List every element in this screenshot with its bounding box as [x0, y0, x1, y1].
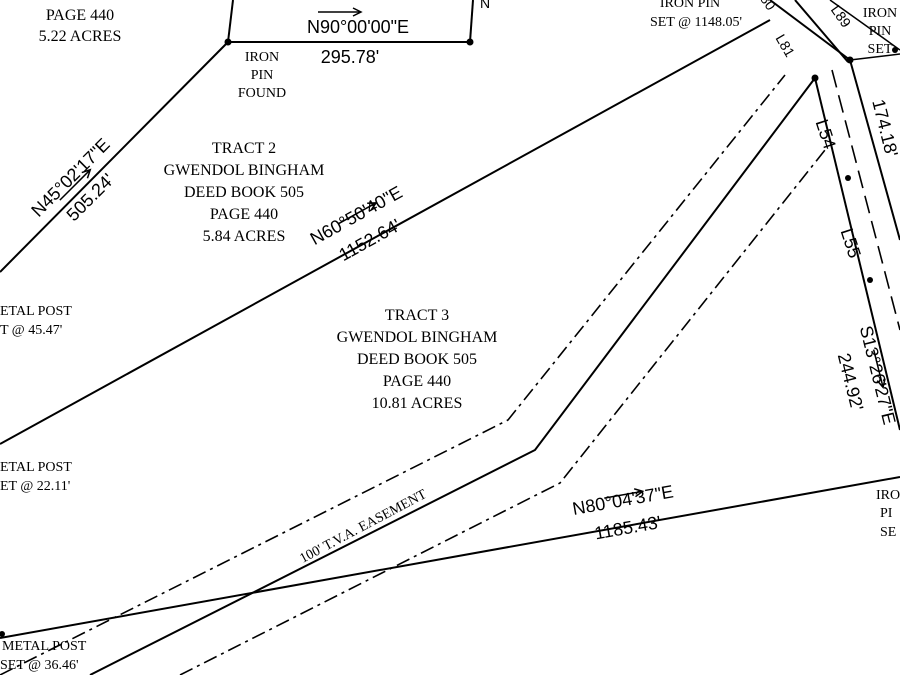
iron-pin-found-l3: FOUND [238, 86, 286, 101]
tract1-east-line [227, 0, 234, 43]
east-distance: 244.92' [834, 351, 868, 413]
iron-pin-found-l2: PIN [251, 68, 274, 83]
tract3-name: TRACT 3 [385, 307, 449, 324]
tract3-page: PAGE 440 [383, 373, 451, 390]
easement-south-edge [179, 149, 826, 675]
line-point-marker [845, 175, 851, 181]
road-right-line [849, 59, 900, 241]
top-distance: 295.78' [321, 47, 380, 67]
top-right-fragment: N [480, 0, 490, 11]
line-label-l89: L89 [828, 2, 855, 30]
iron-pin-right-top-l2: PIN [869, 24, 892, 39]
iron-pin-right-mid-l2: PI [880, 506, 893, 521]
tract3-acres: 10.81 ACRES [372, 395, 463, 412]
tract2-page: PAGE 440 [210, 206, 278, 223]
road-curve-line-b [794, 0, 849, 63]
arrow-icon [59, 168, 92, 201]
south-distance: 1185.43' [593, 512, 663, 543]
easement-north-edge [0, 74, 786, 675]
arrow-icon [352, 7, 363, 17]
tract2-owner: GWENDOL BINGHAM [164, 162, 325, 179]
line-point-marker [867, 277, 873, 283]
line-label-l80: 80 [757, 0, 779, 13]
east-bearing: S13°26'27"E [856, 324, 900, 427]
road-right-edge-top [829, 0, 900, 51]
iron-pin-found-marker [224, 38, 232, 46]
middle-boundary-line [0, 19, 771, 445]
tract2-name: TRACT 2 [212, 140, 276, 157]
nw-boundary-line [0, 41, 229, 273]
iron-pin-right-top-l3: SET [868, 42, 893, 57]
tract3-owner: GWENDOL BINGHAM [337, 329, 498, 346]
iron-pin-right-mid-l1: IRO [876, 488, 900, 503]
iron-pin-marker [466, 38, 474, 46]
road-centerline [831, 69, 900, 331]
metal-post-3-l2: SET @ 36.46' [0, 658, 79, 673]
iron-pin-right-top-l1: IRON [863, 6, 897, 21]
easement-label: 100' T.V.A. EASEMENT [297, 487, 429, 567]
iron-pin-marker [811, 74, 819, 82]
metal-post-2-l2: ET @ 22.11' [0, 479, 70, 494]
south-boundary-line [0, 476, 900, 639]
line-label-l81: L81 [773, 31, 799, 59]
tract1-page: PAGE 440 [46, 7, 114, 24]
arrow-icon [338, 202, 378, 225]
iron-pin-marker [846, 56, 854, 64]
road-to-pin-line [849, 53, 900, 61]
tract3-deed: DEED BOOK 505 [357, 351, 477, 368]
easement-centerline [89, 77, 816, 675]
tract2-acres: 5.84 ACRES [203, 228, 286, 245]
iron-pin-found-l1: IRON [245, 50, 279, 65]
metal-post-1-l1: ETAL POST [0, 304, 72, 319]
arrow-icon [604, 488, 645, 499]
iron-pin-right-mid-l3: SE [880, 525, 896, 540]
metal-post-1-l2: T @ 45.47' [0, 323, 62, 338]
iron-pin-set-l1: IRON PIN [660, 0, 720, 11]
metal-post-marker [0, 631, 5, 637]
top-bearing: N90°00'00"E [307, 17, 409, 37]
east-boundary-line [814, 77, 900, 431]
metal-post-2-l1: ETAL POST [0, 460, 72, 475]
iron-pin-set-l2: SET @ 1148.05' [650, 15, 742, 30]
metal-post-3-l1: METAL POST [2, 639, 87, 654]
top-right-line [469, 0, 474, 43]
line-label-l55: L55 [837, 226, 865, 261]
tract2-deed: DEED BOOK 505 [184, 184, 304, 201]
line-label-l54: L54 [812, 117, 840, 152]
arrow-icon [872, 349, 886, 390]
iron-pin-marker [892, 47, 898, 53]
tract1-acres: 5.22 ACRES [39, 28, 122, 45]
right-top-distance: 174.18' [868, 97, 900, 159]
